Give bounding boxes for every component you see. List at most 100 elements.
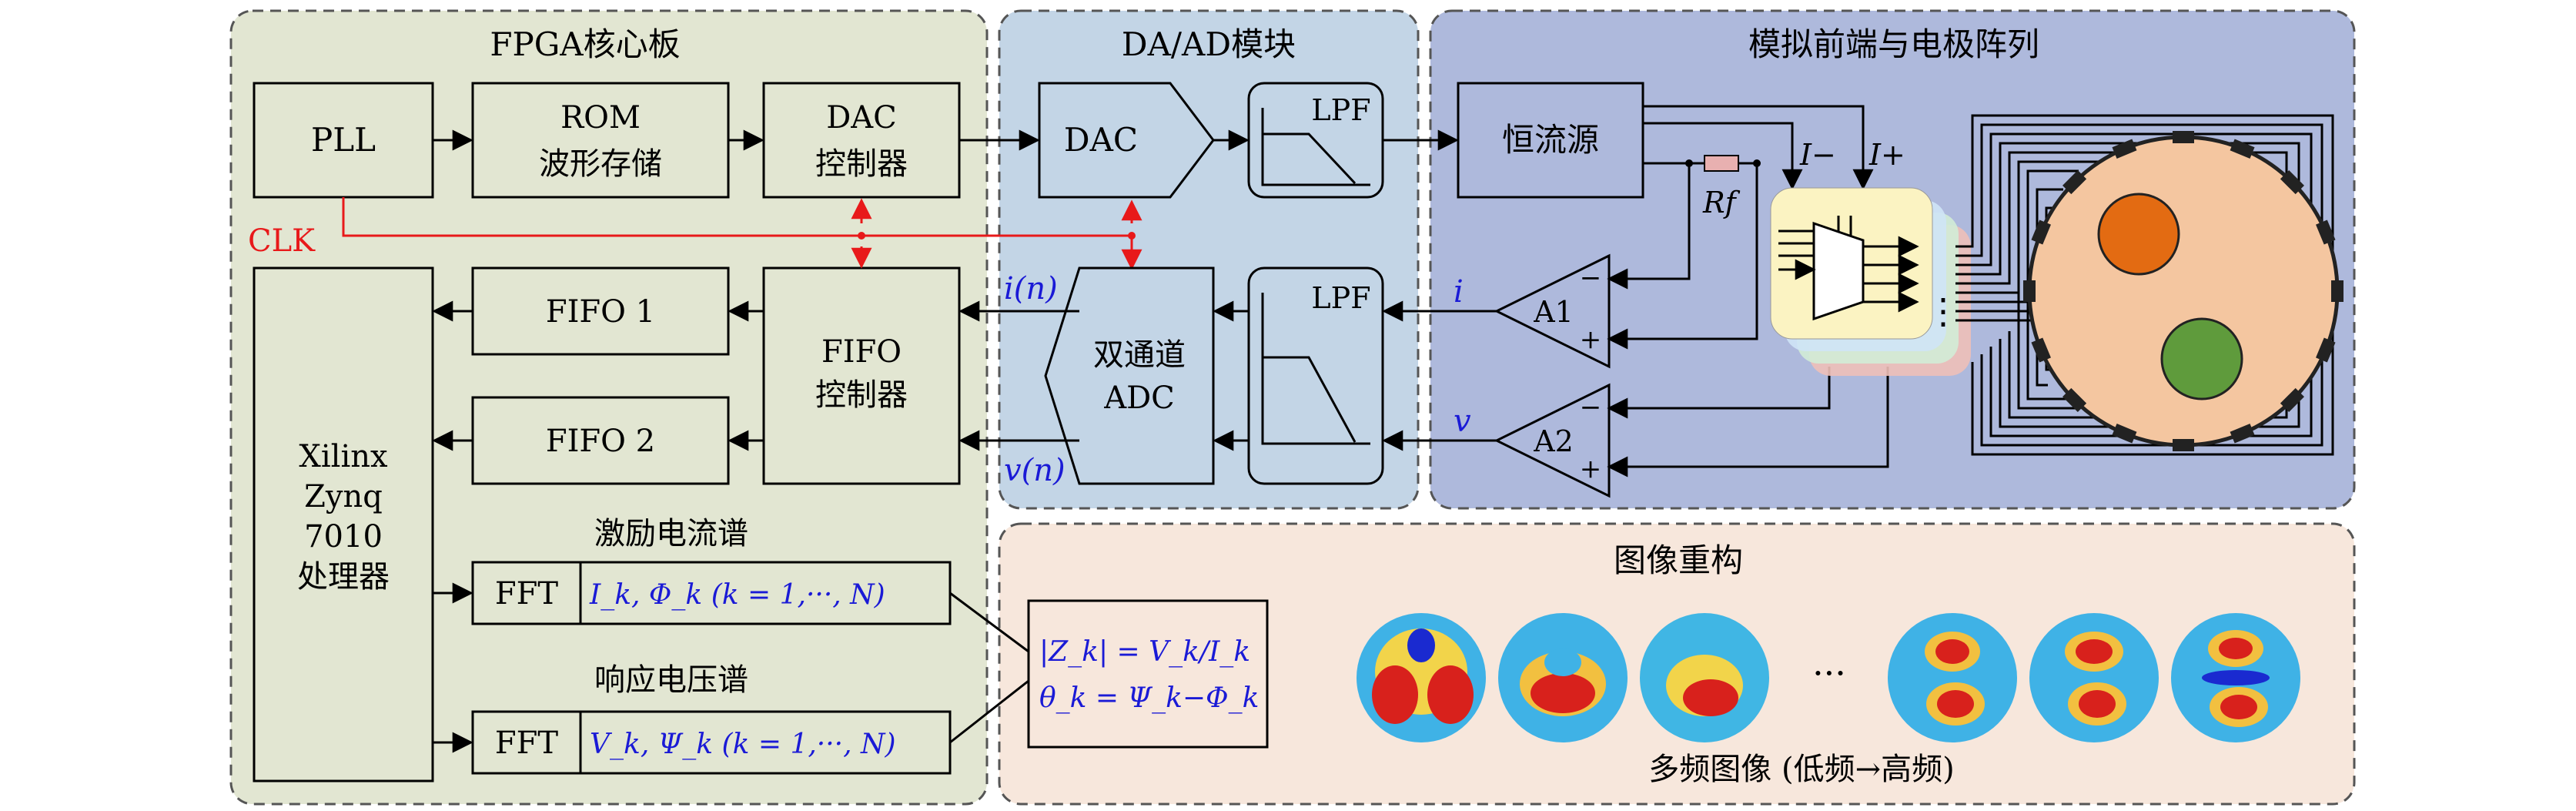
electrode-pad [2173, 439, 2194, 451]
recon-image-3 [1640, 613, 1769, 742]
a1-inverting-input-wire [1607, 163, 1691, 290]
processor-label-1: Xilinx [299, 439, 388, 474]
recon-image-2 [1498, 613, 1628, 742]
pll-label: PLL [311, 121, 376, 159]
amp-a2-minus: − [1580, 392, 1602, 423]
impedance-equation: |Z_k| = V_k/I_k [1039, 636, 1250, 668]
impedance-equation-box [1027, 599, 1269, 749]
analog-panel-title: 模拟前端与电极阵列 [1748, 25, 2039, 63]
signal-v-label: v [1454, 404, 1471, 439]
inclusion-orange [2097, 193, 2180, 276]
electrode-pad [2112, 139, 2137, 159]
dac-controller-label-2: 控制器 [815, 146, 908, 182]
signal-i-n-label: i(n) [1004, 271, 1058, 307]
fpga-panel-title: FPGA核心板 [490, 25, 680, 63]
processor-label-4: 处理器 [297, 559, 390, 595]
clk-line [342, 197, 1133, 254]
fifo-controller-label-1: FIFO [821, 334, 902, 370]
excitation-spectrum-label: 激励电流谱 [594, 516, 748, 551]
fifo2-label: FIFO 2 [546, 424, 655, 459]
multi-frequency-caption: 多频图像 (低频→高频) [1648, 752, 1954, 787]
i-plus-label: I+ [1868, 138, 1905, 172]
processor-label-2: Zynq [304, 479, 383, 514]
amp-a2 [1494, 383, 1611, 498]
electrode-pad [2280, 170, 2304, 195]
dac-controller-label-1: DAC [826, 100, 897, 136]
fft-response-block [471, 710, 952, 775]
recon-ellipsis: ··· [1812, 652, 1846, 694]
electrode-pad [2062, 387, 2087, 412]
dac-block [1038, 82, 1215, 199]
lpf-tx-response-icon [1261, 108, 1370, 186]
recon-image-5 [2029, 613, 2159, 742]
adc-label-1: 双通道 [1093, 337, 1186, 373]
electrode-wire-bundle [1955, 114, 2334, 456]
clk-label: CLK [248, 223, 316, 259]
processor-block [253, 266, 434, 783]
a1-noninverting-input-wire [1607, 163, 1758, 350]
signal-i-label: i [1454, 274, 1464, 310]
electrode-pad [2031, 220, 2051, 245]
current-source-label: 恒流源 [1502, 121, 1599, 159]
amp-a2-label: A2 [1533, 424, 1574, 458]
electrode-pad [2031, 337, 2051, 363]
electrode-pad [2023, 280, 2036, 302]
amp-a1-minus: − [1580, 263, 1602, 293]
excitation-formula: I_k, Φ_k (k = 1,···, N) [589, 579, 885, 611]
rf-label: Rf [1702, 186, 1741, 220]
amp-a2-plus: + [1580, 454, 1602, 484]
amp-a1-label: A1 [1533, 295, 1574, 329]
mux-vertical-dots: ⋮ [1925, 290, 1961, 332]
amp-a1-plus: + [1580, 324, 1602, 355]
electrode-pad [2316, 337, 2336, 363]
fft2-to-eq-connector [949, 679, 1029, 744]
multiplexer-icon [1778, 216, 1919, 321]
electrode-pad [2173, 131, 2194, 143]
fifo1-label: FIFO 1 [546, 294, 655, 330]
a2-noninverting-input-wire [1607, 367, 1889, 478]
daad-panel-title: DA/AD模块 [1122, 25, 1296, 63]
electrode-pad [2316, 220, 2336, 245]
inclusion-green [2160, 317, 2243, 400]
electrode-pad [2280, 387, 2304, 412]
amp-a1 [1494, 253, 1611, 369]
electrode-pad [2230, 139, 2255, 159]
i-minus-to-mux-arrow [1643, 122, 1803, 190]
adc-label-2: ADC [1103, 380, 1175, 416]
response-formula: V_k, Ψ_k (k = 1,···, N) [590, 729, 896, 760]
fft-response-label: FFT [495, 726, 559, 761]
lpf-rx-response-icon [1261, 293, 1370, 445]
adc-block [1044, 266, 1215, 485]
dac-label: DAC [1064, 121, 1138, 159]
electrode-ring [2023, 131, 2343, 451]
recon-image-4 [1888, 613, 2017, 742]
response-spectrum-label: 响应电压谱 [594, 662, 748, 698]
clk-junction-1 [858, 232, 865, 240]
i-minus-label: I− [1799, 138, 1836, 172]
fifo-controller-label-2: 控制器 [815, 377, 908, 413]
rom-label-1: ROM [560, 100, 641, 136]
fifo-controller-block [762, 266, 961, 485]
phase-equation: θ_k = Ψ_k−Φ_k [1039, 682, 1259, 714]
rf-resistor [1704, 155, 1739, 172]
recon-image-1 [1357, 613, 1486, 742]
recon-panel-title: 图像重构 [1614, 541, 1743, 579]
fifo1-block [471, 266, 730, 356]
fft1-to-eq-connector [949, 591, 1029, 653]
clk-junction-2 [1128, 232, 1136, 240]
a2-inverting-input-wire [1607, 367, 1831, 419]
i-plus-to-mux-arrow [1643, 105, 1874, 190]
electrode-pad [2062, 170, 2087, 195]
lpf-rx-label: LPF [1311, 281, 1370, 315]
fft-excitation-label: FFT [495, 576, 559, 612]
electrode-pad [2331, 280, 2343, 302]
electrode-pad [2230, 424, 2255, 444]
current-source-block [1457, 82, 1644, 199]
electrode-pad [2112, 424, 2137, 444]
rom-label-2: 波形存储 [539, 146, 662, 182]
processor-label-3: 7010 [304, 519, 383, 555]
signal-v-n-label: v(n) [1004, 453, 1066, 488]
recon-image-6 [2171, 613, 2300, 742]
lpf-tx-label: LPF [1311, 93, 1370, 127]
